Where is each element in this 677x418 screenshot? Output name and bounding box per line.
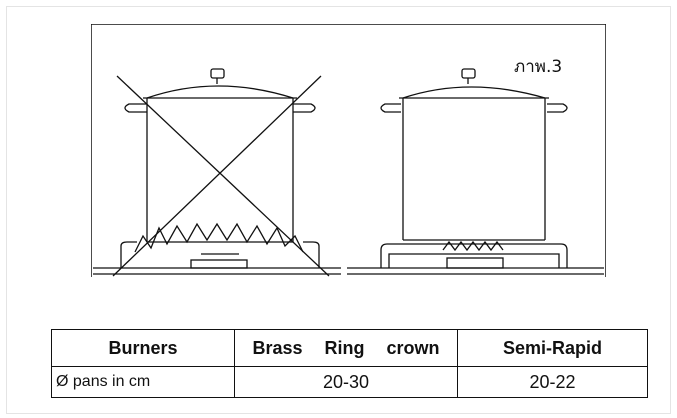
flames-right [442,240,504,252]
burner-pan-table: Burners Brass Ring crown Semi-Rapid Ø pa… [51,329,648,398]
hob-surface [93,267,604,275]
cross-line-2 [112,75,322,277]
cross-line-1 [116,75,330,277]
header-semi-rapid: Semi-Rapid [457,329,648,367]
lid-knob-left [210,68,225,79]
lid-left [146,85,294,99]
diagram-svg [91,24,606,277]
lid-knob-right [461,68,476,79]
header-burners: Burners [51,329,235,367]
page-frame [6,6,671,414]
pan-correct [380,68,568,241]
burner-right [380,243,568,269]
handle-right-a [380,103,401,113]
pan-oversized [112,68,330,277]
row-label-pans: Ø pans in cm [51,366,235,398]
table-row: Ø pans in cm 20-30 20-22 [51,366,648,398]
flames-left [134,222,304,253]
figure-label: ภาพ.3 [514,57,563,77]
handle-left-a [124,103,147,113]
handle-left-b [293,103,316,113]
value-brass-ring-crown: 20-30 [234,366,458,398]
pan-size-diagram [91,24,606,277]
burner-left [120,241,320,269]
lid-right [402,86,546,99]
handle-right-b [547,103,568,113]
table-header-row: Burners Brass Ring crown Semi-Rapid [51,329,648,367]
value-semi-rapid: 20-22 [457,366,648,398]
header-brass-ring-crown: Brass Ring crown [234,329,458,367]
